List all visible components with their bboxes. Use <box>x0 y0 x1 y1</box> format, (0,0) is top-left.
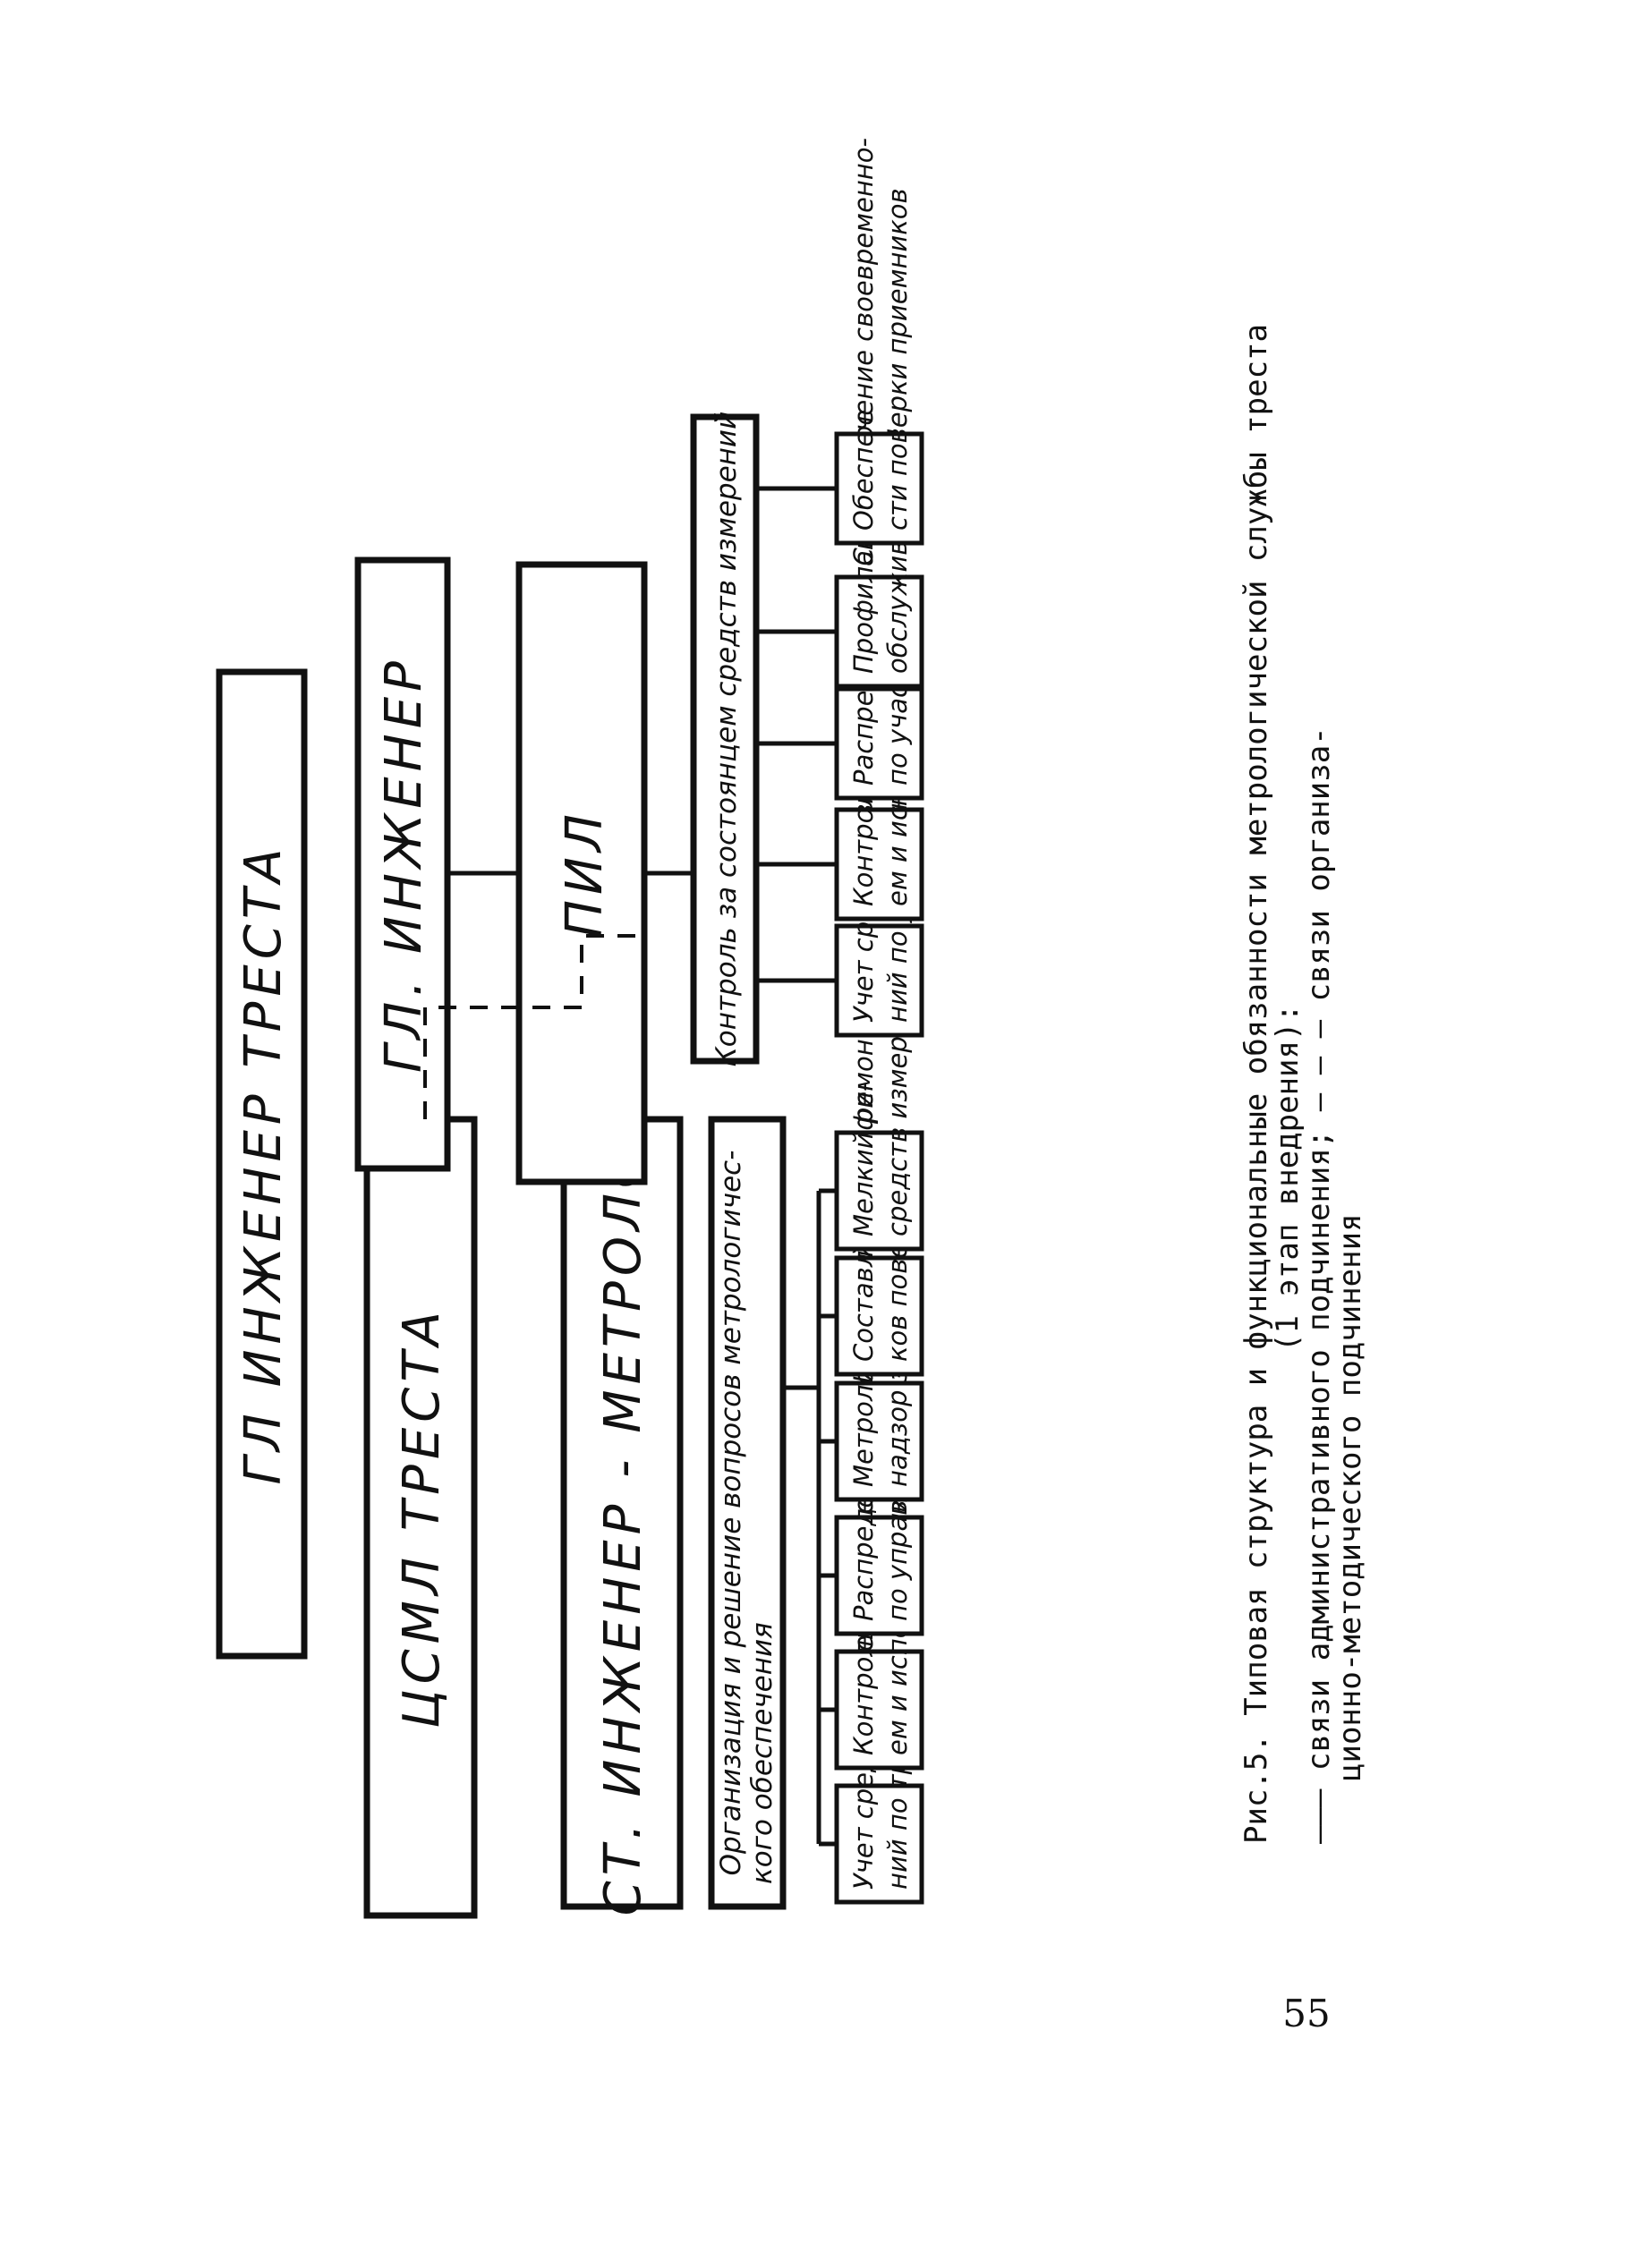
left-task-box <box>834 1380 924 1502</box>
figure-caption: Рис.5. Типовая структура и функциональны… <box>1238 324 1368 1844</box>
metrology-organization-line1: Организация и решение вопросов метрологи… <box>715 1151 747 1876</box>
top-box-chief-engineer-trust: ГЛ ИНЖЕНЕР ТРЕСТА <box>216 668 308 1660</box>
box-measurement-control: Контроль за состоянцем средств измерений <box>690 412 760 1066</box>
caption-line2: (1 этап внедрения): <box>1270 1004 1306 1352</box>
box-senior-metrologist-label: СТ. ИНЖЕНЕР - МЕТРОЛОГ <box>594 1110 652 1916</box>
box-chief-engineer-label: ГЛ. ИНЖЕНЕР <box>375 656 433 1073</box>
box-chief-engineer: ГЛ. ИНЖЕНЕР <box>354 556 451 1172</box>
left-task-box <box>834 1515 924 1636</box>
left-task-box <box>834 1255 924 1377</box>
box-metrology-organization: Организация и решение вопросов метрологи… <box>708 1116 787 1910</box>
box-pil: ПИЛ <box>515 561 648 1185</box>
caption-line3: ——— связи административного подчинения; … <box>1301 726 1337 1844</box>
methodological-link <box>423 934 644 1119</box>
left-task-box <box>834 1783 924 1905</box>
right-task-box <box>834 686 924 801</box>
right-task-box <box>834 574 924 689</box>
right-task-line: сти поверки приемников <box>882 188 913 531</box>
box-pil-label: ПИЛ <box>556 809 614 938</box>
right-task-line: Обеспечение своевременно- <box>848 138 879 531</box>
right-task-box <box>834 807 924 922</box>
measurement-control-label: Контроль за состоянцем средств измерений <box>711 412 743 1066</box>
page-number: 55 <box>1282 1992 1330 2035</box>
caption-line1: Рис.5. Типовая структура и функциональны… <box>1238 324 1274 1844</box>
right-task-box <box>834 923 924 1038</box>
box-senior-metrologist: СТ. ИНЖЕНЕР - МЕТРОЛОГ <box>560 1110 684 1916</box>
left-task-box <box>834 1130 924 1252</box>
right-task-box <box>834 431 924 546</box>
right-task-list: Учет средств измере-ний по управлениюКон… <box>756 138 924 1038</box>
left-task-box <box>834 1649 924 1771</box>
right-task-5: Обеспечение своевременно-сти поверки при… <box>756 138 924 546</box>
metrology-organization-line2: кого обеспечения <box>746 1622 779 1884</box>
box-tsml-label: ЦСМЛ ТРЕСТА <box>393 1306 451 1729</box>
top-box-label: ГЛ ИНЖЕНЕР ТРЕСТА <box>234 844 293 1485</box>
caption-line4: ционно-методического подчинения <box>1332 1213 1368 1781</box>
rotated-figure: ГЛ ИНЖЕНЕР ТРЕСТА ЦСМЛ ТРЕСТА СТ. ИНЖЕНЕ… <box>216 138 1368 1919</box>
box-tsml-trust: ЦСМЛ ТРЕСТА <box>363 1116 478 1919</box>
left-task-line: Мелкий ремонт <box>848 1023 879 1236</box>
left-task-list: Учет средств измере-ний по трестуКонтрол… <box>819 970 924 1905</box>
